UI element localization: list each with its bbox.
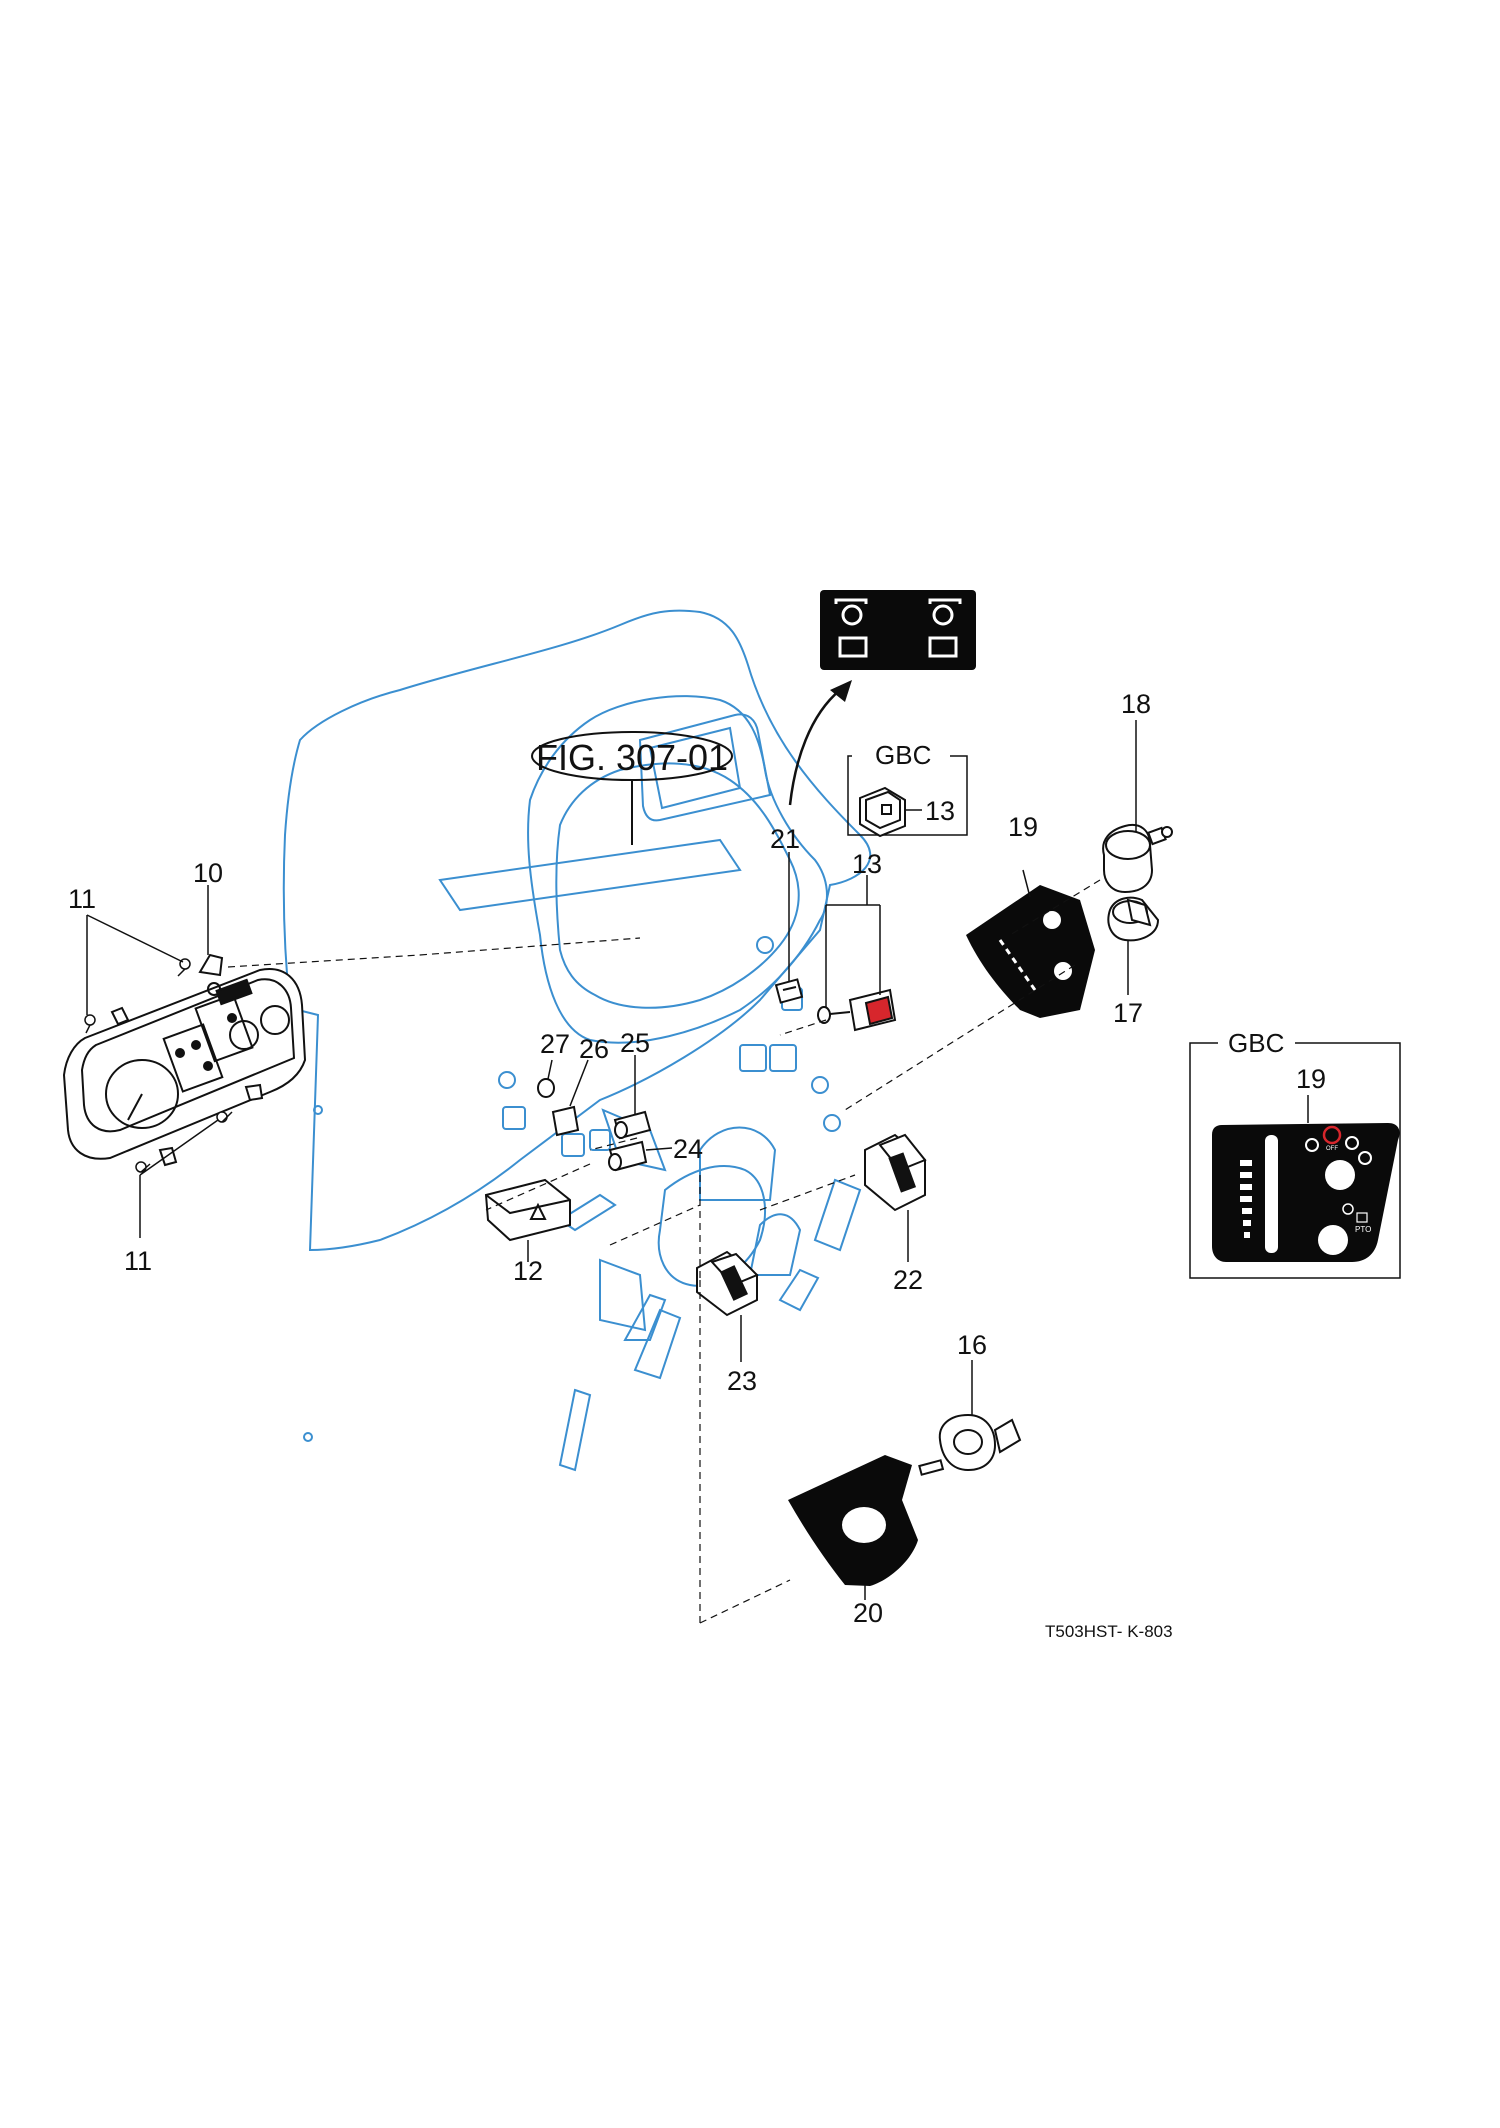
knob-17 [1107,896,1160,942]
gbc-right-label: GBC [1228,1028,1284,1058]
callout-12: 12 [513,1256,543,1286]
decal-20-ignition [788,1455,918,1586]
drawing-code: T503HST- K-803 [1045,1622,1173,1641]
plug-27 [537,1078,555,1098]
callout-13-gbc: 13 [925,796,955,826]
pto-mark: PTO [1355,1225,1371,1234]
instrument-cluster [62,953,307,1167]
switch-26 [551,1105,580,1137]
callout-24: 24 [673,1134,703,1164]
callout-26: 26 [579,1034,609,1064]
alignment-lines [227,879,1101,1624]
callout-18: 18 [1121,689,1151,719]
key-switch-18 [1102,824,1173,894]
off-mark: OFF [1326,1146,1338,1152]
rocker-switch-22 [864,1133,927,1212]
decal-19-main [966,885,1095,1018]
decal-rpm-label [820,590,976,670]
callout-19-gbc: 19 [1296,1064,1326,1094]
cluster-leaders [86,885,219,1238]
leader-26 [569,1059,589,1107]
switch-21 [774,978,804,1004]
leader-13 [825,875,881,1008]
leader-19-main [1022,869,1031,898]
callouts: 10 11 11 12 13 16 17 18 19 20 21 22 23 2… [68,689,1151,1628]
callout-10: 10 [193,858,223,888]
figure-reference: FIG. 307-01 [531,731,733,845]
rocker-switch-24 [608,1140,648,1172]
decal-19-gbc: PTO OFF [1212,1123,1400,1262]
figure-reference-label: FIG. 307-01 [536,737,728,778]
hazard-switch-12 [484,1178,571,1242]
callout-11-top: 11 [68,884,96,914]
switch-13-red [817,988,897,1032]
gbc-inset-right: GBC 19 [1189,1028,1401,1279]
ignition-switch-16 [918,1413,1022,1476]
callout-23: 23 [727,1366,757,1396]
callout-21: 21 [770,824,800,854]
rocker-switch-23 [696,1250,759,1317]
callout-17: 17 [1113,998,1143,1028]
callout-11-bottom: 11 [124,1246,152,1276]
callout-22: 22 [893,1265,923,1295]
leader-24 [645,1147,673,1151]
callout-16: 16 [957,1330,987,1360]
arrow-head-icon [830,680,852,702]
callout-20: 20 [853,1598,883,1628]
rocker-switch-25 [613,1110,652,1140]
callout-13: 13 [852,849,882,879]
arrow-leader [788,689,841,806]
callout-25: 25 [620,1028,650,1058]
callout-27: 27 [540,1029,570,1059]
gbc-inset-top: GBC 13 [847,740,968,838]
gbc-top-label: GBC [875,740,931,770]
callout-19: 19 [1008,812,1038,842]
leader-27 [547,1059,553,1080]
